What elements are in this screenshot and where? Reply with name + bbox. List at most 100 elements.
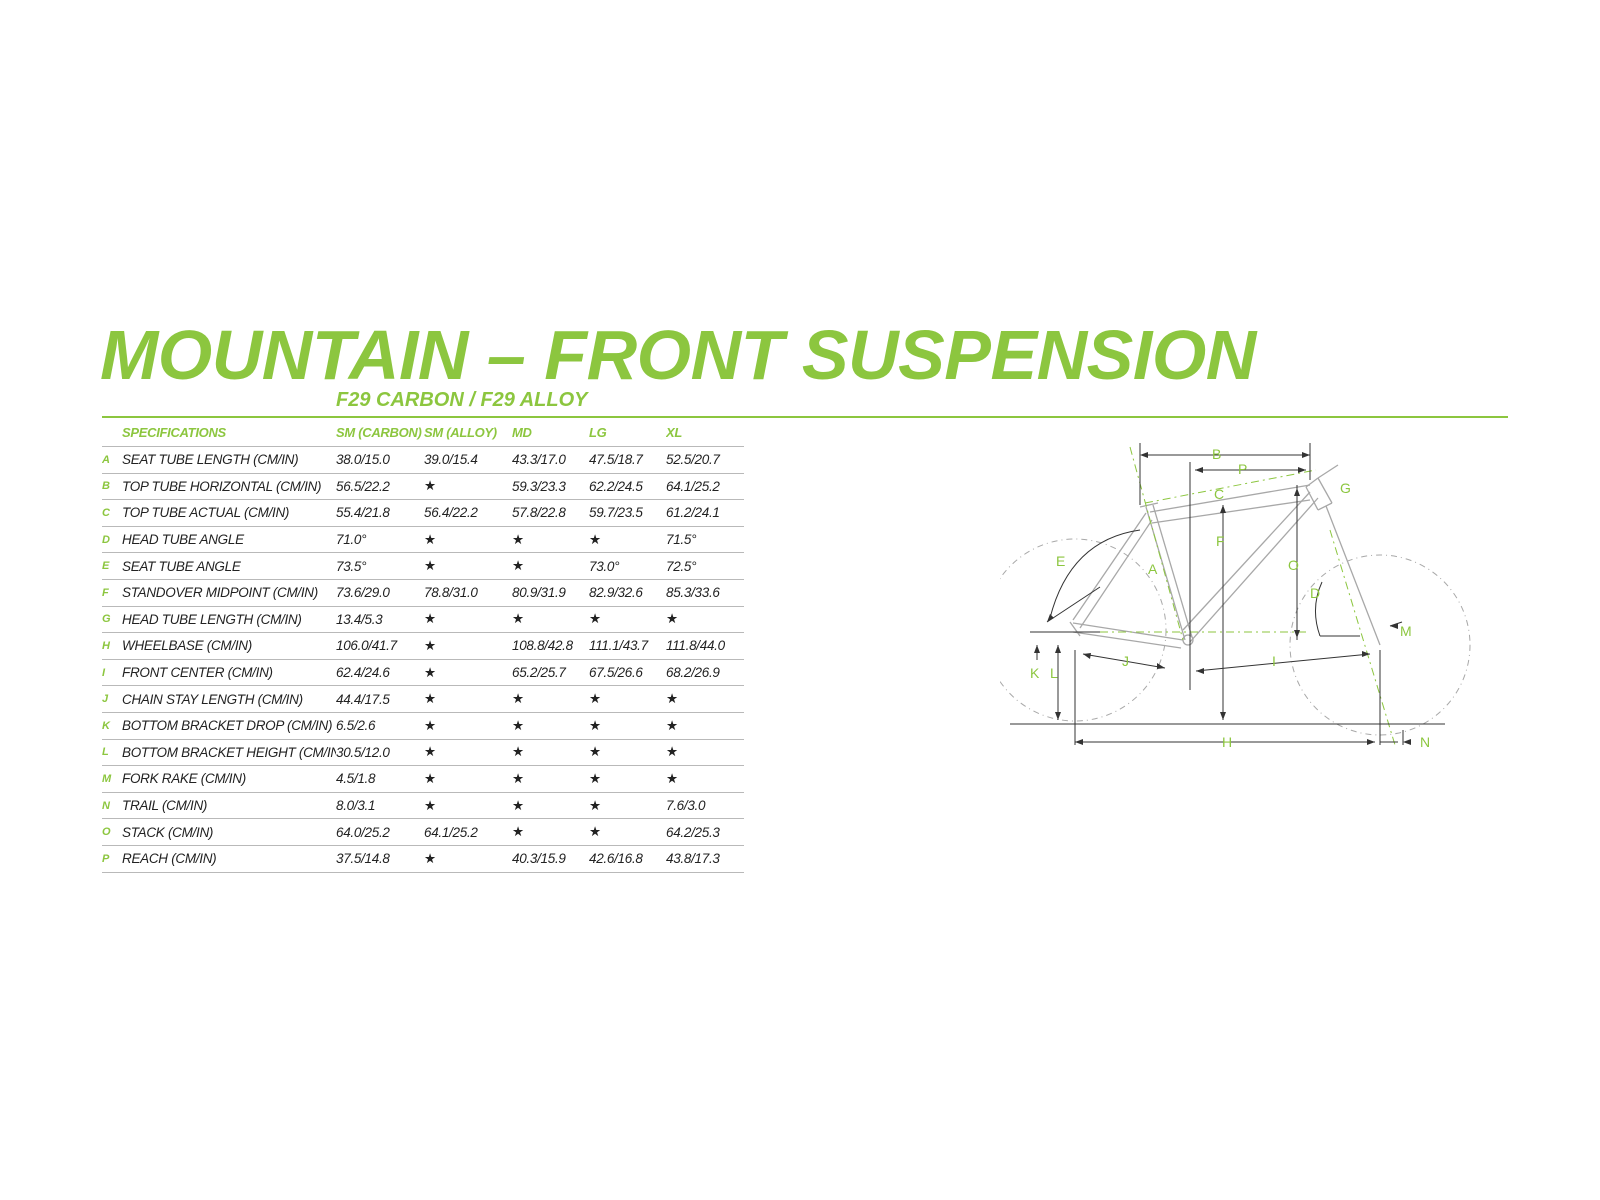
table-cell: ★ — [424, 526, 512, 554]
row-label: HEAD TUBE LENGTH (CM/IN) — [122, 606, 336, 634]
table-cell: 37.5/14.8 — [336, 845, 424, 873]
table-cell: ★ — [424, 606, 512, 634]
table-cell: 71.0° — [336, 526, 424, 554]
table-cell: 13.4/5.3 — [336, 606, 424, 634]
table-cell: 56.4/22.2 — [424, 499, 512, 527]
table-cell: 68.2/26.9 — [666, 659, 744, 687]
table-cell: ★ — [589, 818, 666, 846]
table-cell: 43.8/17.3 — [666, 845, 744, 873]
row-letter: P — [102, 845, 122, 873]
table-cell: 78.8/31.0 — [424, 579, 512, 607]
row-letter: J — [102, 685, 122, 713]
table-cell: ★ — [589, 792, 666, 820]
table-cell: 80.9/31.9 — [512, 579, 589, 607]
bike-geometry-diagram: B P C G E A F O D M J I K L H N — [1000, 443, 1471, 750]
label-g: G — [1340, 480, 1351, 496]
table-cell: ★ — [512, 552, 589, 580]
center-lines — [1100, 446, 1396, 746]
table-cell: 82.9/32.6 — [589, 579, 666, 607]
row-letter: C — [102, 499, 122, 527]
table-header-row: SPECIFICATIONS SM (CARBON) SM (ALLOY) MD… — [102, 418, 744, 447]
row-letter: B — [102, 473, 122, 501]
table-cell: 59.7/23.5 — [589, 499, 666, 527]
row-letter: K — [102, 712, 122, 740]
table-cell: ★ — [589, 606, 666, 634]
row-label: TOP TUBE HORIZONTAL (CM/IN) — [122, 473, 336, 501]
table-cell: 30.5/12.0 — [336, 739, 424, 767]
row-label: CHAIN STAY LENGTH (CM/IN) — [122, 685, 336, 713]
table-cell: ★ — [424, 685, 512, 713]
row-label: STACK (CM/IN) — [122, 818, 336, 846]
table-cell: 64.1/25.2 — [424, 818, 512, 846]
column-header: MD — [512, 418, 589, 447]
table-cell: 4.5/1.8 — [336, 765, 424, 793]
table-cell: ★ — [424, 659, 512, 687]
row-letter: I — [102, 659, 122, 687]
row-letter: O — [102, 818, 122, 846]
table-cell: ★ — [589, 765, 666, 793]
table-cell: 42.6/16.8 — [589, 845, 666, 873]
table-cell: ★ — [666, 712, 744, 740]
table-cell: 111.1/43.7 — [589, 632, 666, 660]
label-c: C — [1214, 486, 1224, 502]
row-letter: F — [102, 579, 122, 607]
row-label: BOTTOM BRACKET HEIGHT (CM/IN) — [122, 739, 336, 767]
table-cell: 62.4/24.6 — [336, 659, 424, 687]
row-label: SEAT TUBE LENGTH (CM/IN) — [122, 446, 336, 474]
row-letter: H — [102, 632, 122, 660]
table-cell: ★ — [666, 606, 744, 634]
row-letter: G — [102, 606, 122, 634]
table-cell: 72.5° — [666, 552, 744, 580]
label-b: B — [1212, 446, 1221, 462]
bike-frame — [1069, 464, 1381, 649]
label-l: L — [1050, 665, 1058, 681]
table-cell: ★ — [512, 792, 589, 820]
geometry-table: SPECIFICATIONS SM (CARBON) SM (ALLOY) MD… — [102, 418, 744, 873]
diagram-arrowheads — [1034, 452, 1411, 745]
table-cell: 55.4/21.8 — [336, 499, 424, 527]
header-rule — [102, 416, 1508, 418]
table-cell: 85.3/33.6 — [666, 579, 744, 607]
row-label: STANDOVER MIDPOINT (CM/IN) — [122, 579, 336, 607]
column-header: XL — [666, 418, 744, 447]
label-h: H — [1222, 734, 1232, 750]
row-label: FRONT CENTER (CM/IN) — [122, 659, 336, 687]
table-cell: ★ — [589, 526, 666, 554]
row-label: TOP TUBE ACTUAL (CM/IN) — [122, 499, 336, 527]
header-letter-cell — [102, 418, 122, 447]
table-cell: ★ — [512, 765, 589, 793]
row-letter: N — [102, 792, 122, 820]
table-cell: ★ — [666, 765, 744, 793]
table-cell: ★ — [589, 739, 666, 767]
table-cell: 52.5/20.7 — [666, 446, 744, 474]
table-cell: 73.0° — [589, 552, 666, 580]
dimension-lines — [1010, 443, 1445, 745]
table-cell: ★ — [424, 845, 512, 873]
table-cell: 62.2/24.5 — [589, 473, 666, 501]
table-cell: 43.3/17.0 — [512, 446, 589, 474]
table-cell: ★ — [666, 685, 744, 713]
page-subtitle: F29 CARBON / F29 ALLOY — [336, 389, 588, 411]
table-cell: ★ — [512, 685, 589, 713]
table-cell: 64.0/25.2 — [336, 818, 424, 846]
row-letter: M — [102, 765, 122, 793]
column-header: SM (CARBON) — [336, 418, 424, 447]
table-cell: 64.1/25.2 — [666, 473, 744, 501]
table-cell: ★ — [666, 739, 744, 767]
table-cell: 8.0/3.1 — [336, 792, 424, 820]
table-cell: 59.3/23.3 — [512, 473, 589, 501]
